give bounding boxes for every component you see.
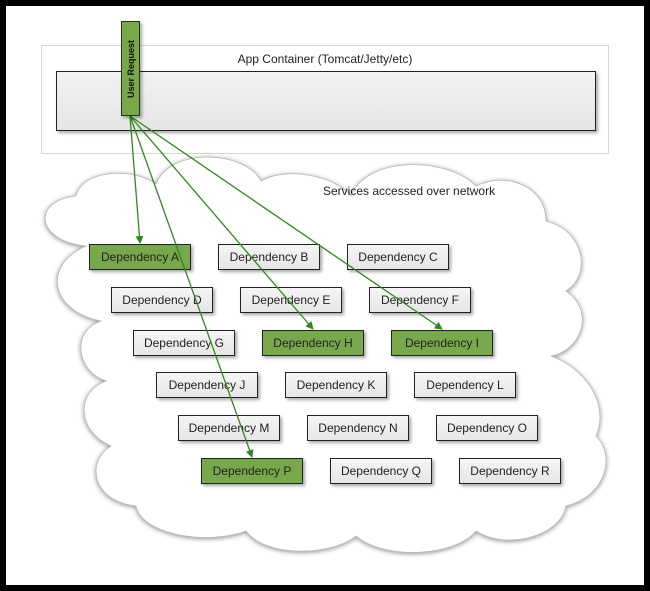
diagram-canvas: App Container (Tomcat/Jetty/etc) Service…	[6, 6, 644, 585]
dependency-m-box: Dependency M	[178, 415, 280, 441]
dependency-b-box: Dependency B	[218, 244, 320, 270]
dependency-g-box: Dependency G	[133, 330, 235, 356]
dependency-f-box: Dependency F	[369, 287, 471, 313]
dependency-k-box: Dependency K	[285, 372, 387, 398]
services-label: Services accessed over network	[323, 184, 496, 198]
dependency-e-box: Dependency E	[240, 287, 342, 313]
user-request-bar: User Request	[121, 21, 140, 116]
dependency-h-box: Dependency H	[262, 330, 364, 356]
dependency-d-box: Dependency D	[111, 287, 213, 313]
app-container-title: App Container (Tomcat/Jetty/etc)	[237, 52, 413, 66]
dependency-i-box: Dependency I	[391, 330, 493, 356]
dependency-n-box: Dependency N	[307, 415, 409, 441]
user-request-label: User Request	[125, 39, 136, 98]
dependency-q-box: Dependency Q	[330, 458, 432, 484]
dependency-p-box: Dependency P	[201, 458, 303, 484]
dependency-l-box: Dependency L	[414, 372, 516, 398]
dependency-a-box: Dependency A	[89, 244, 191, 270]
dependency-c-box: Dependency C	[347, 244, 449, 270]
dependency-r-box: Dependency R	[459, 458, 561, 484]
dependency-j-box: Dependency J	[156, 372, 258, 398]
dependency-o-box: Dependency O	[436, 415, 538, 441]
